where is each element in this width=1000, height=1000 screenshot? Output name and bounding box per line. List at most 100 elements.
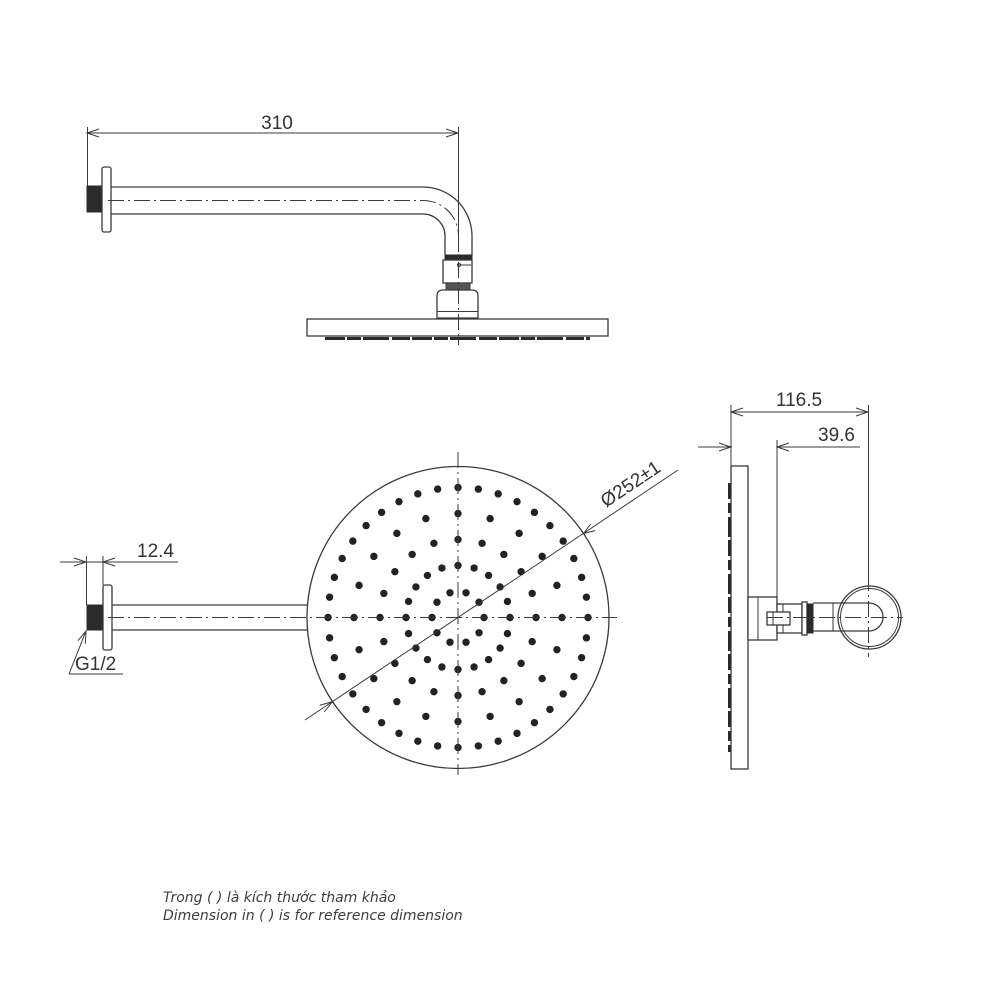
thread-callout: G1/2 xyxy=(68,629,123,675)
nozzle-dot xyxy=(570,672,578,681)
dimension-arm-length: 310 xyxy=(85,113,460,236)
front-view: 12.4 G1/2 Ø252±1 xyxy=(60,452,679,775)
nozzle-dot xyxy=(484,655,493,664)
nozzle-dot xyxy=(362,705,370,714)
nozzle-dot xyxy=(395,497,403,506)
nozzle-dot xyxy=(577,653,586,662)
nozzle-dot xyxy=(370,552,378,561)
nozzle-dot xyxy=(338,672,346,681)
wall-flange xyxy=(101,166,112,233)
nozzle-dot xyxy=(433,629,441,637)
nozzle-dot xyxy=(433,598,441,606)
nozzle-dot xyxy=(462,589,470,597)
nozzle-dot xyxy=(470,663,478,671)
nozzle-dot xyxy=(484,571,493,580)
nozzle-dot xyxy=(474,742,483,750)
nozzle-dot xyxy=(355,645,363,654)
nozzle-dot xyxy=(408,550,416,559)
shower-arm xyxy=(108,186,473,255)
nozzle-dot xyxy=(559,690,567,698)
nozzle-dot xyxy=(582,634,591,642)
nozzle-dot xyxy=(408,676,416,685)
thread-block xyxy=(86,604,103,631)
nozzle-dot xyxy=(338,554,346,563)
dimension-label-116-5: 116.5 xyxy=(776,390,822,411)
nozzle-dot xyxy=(528,637,536,646)
ball-joint-connector xyxy=(436,254,479,319)
dimension-connector-offset: 39.6 xyxy=(698,425,860,597)
side-connector xyxy=(747,596,884,641)
nozzle-dot xyxy=(412,583,420,591)
nozzle-dot xyxy=(496,583,504,591)
nozzle-dot xyxy=(530,718,539,727)
nozzle-dot xyxy=(538,674,546,683)
nozzle-dot xyxy=(546,705,554,714)
nozzle-dot xyxy=(380,589,388,598)
nozzle-dot xyxy=(530,508,539,517)
nozzle-dot xyxy=(404,597,413,606)
dimension-label-12-4: 12.4 xyxy=(137,541,174,562)
shower-arm xyxy=(112,604,308,631)
nozzle-dot xyxy=(325,634,334,642)
nozzle-dot xyxy=(546,521,554,530)
top-view: 310 xyxy=(85,113,609,345)
nozzle-dot xyxy=(515,697,523,706)
nozzle-dot xyxy=(446,638,454,646)
nozzle-dot xyxy=(503,597,512,606)
nozzle-dot xyxy=(438,564,446,572)
nozzle-dot xyxy=(404,629,413,638)
nozzle-dot xyxy=(474,485,483,493)
nozzle-dot xyxy=(513,497,521,506)
nozzle-dot xyxy=(370,674,378,683)
thread-block xyxy=(86,185,103,213)
nozzle-dot xyxy=(391,659,399,668)
nozzle-dot xyxy=(423,571,432,580)
nozzle-dot xyxy=(553,581,561,590)
dimension-thread-length: 12.4 xyxy=(60,541,178,605)
note-vietnamese: Trong ( ) là kích thước tham khảo xyxy=(163,890,396,906)
nozzle-dot xyxy=(517,659,525,668)
nozzle-dot xyxy=(395,729,403,738)
dimension-total-depth: 116.5 xyxy=(729,390,870,575)
nozzle-dot xyxy=(500,676,508,685)
nozzle-dot xyxy=(478,687,486,696)
nozzle-dot xyxy=(414,490,422,498)
note-english: Dimension in ( ) is for reference dimens… xyxy=(163,908,463,924)
nozzle-dot xyxy=(478,539,486,548)
nozzle-dot xyxy=(494,490,502,498)
nozzle-dot xyxy=(494,737,502,745)
nozzle-dot xyxy=(377,508,386,517)
nozzle-dot xyxy=(430,539,438,548)
side-view: 116.5 39.6 xyxy=(698,390,903,770)
nozzle-dot xyxy=(517,567,525,576)
nozzle-dot xyxy=(528,589,536,598)
nozzle-dot xyxy=(559,537,567,545)
nozzle-dot xyxy=(582,593,591,601)
dimension-line xyxy=(304,469,679,721)
dimension-label-310: 310 xyxy=(261,113,293,134)
nozzle-dot xyxy=(330,573,339,582)
nozzle-dot xyxy=(433,742,442,750)
nozzle-dot xyxy=(462,638,470,646)
arrow-icon xyxy=(77,629,87,644)
nozzle-dot xyxy=(486,514,494,523)
arrow-right-icon xyxy=(718,442,733,452)
nozzle-dot xyxy=(422,514,430,523)
nozzle-dot xyxy=(515,529,523,538)
nozzle-dot xyxy=(349,690,357,698)
nozzle-dot xyxy=(355,581,363,590)
arrow-icon xyxy=(319,700,334,713)
nozzle-dot xyxy=(577,573,586,582)
nozzle-dot xyxy=(496,644,504,652)
thread-label: G1/2 xyxy=(75,654,116,675)
nozzle-dot xyxy=(570,554,578,563)
nozzle-dot xyxy=(380,637,388,646)
nozzle-dot xyxy=(393,529,401,538)
arrow-icon xyxy=(582,523,596,535)
shower-head-plate-side xyxy=(730,465,749,770)
nozzle-dot xyxy=(391,567,399,576)
nozzle-dot xyxy=(330,653,339,662)
nozzle-dot xyxy=(362,521,370,530)
nozzle-dot xyxy=(430,687,438,696)
